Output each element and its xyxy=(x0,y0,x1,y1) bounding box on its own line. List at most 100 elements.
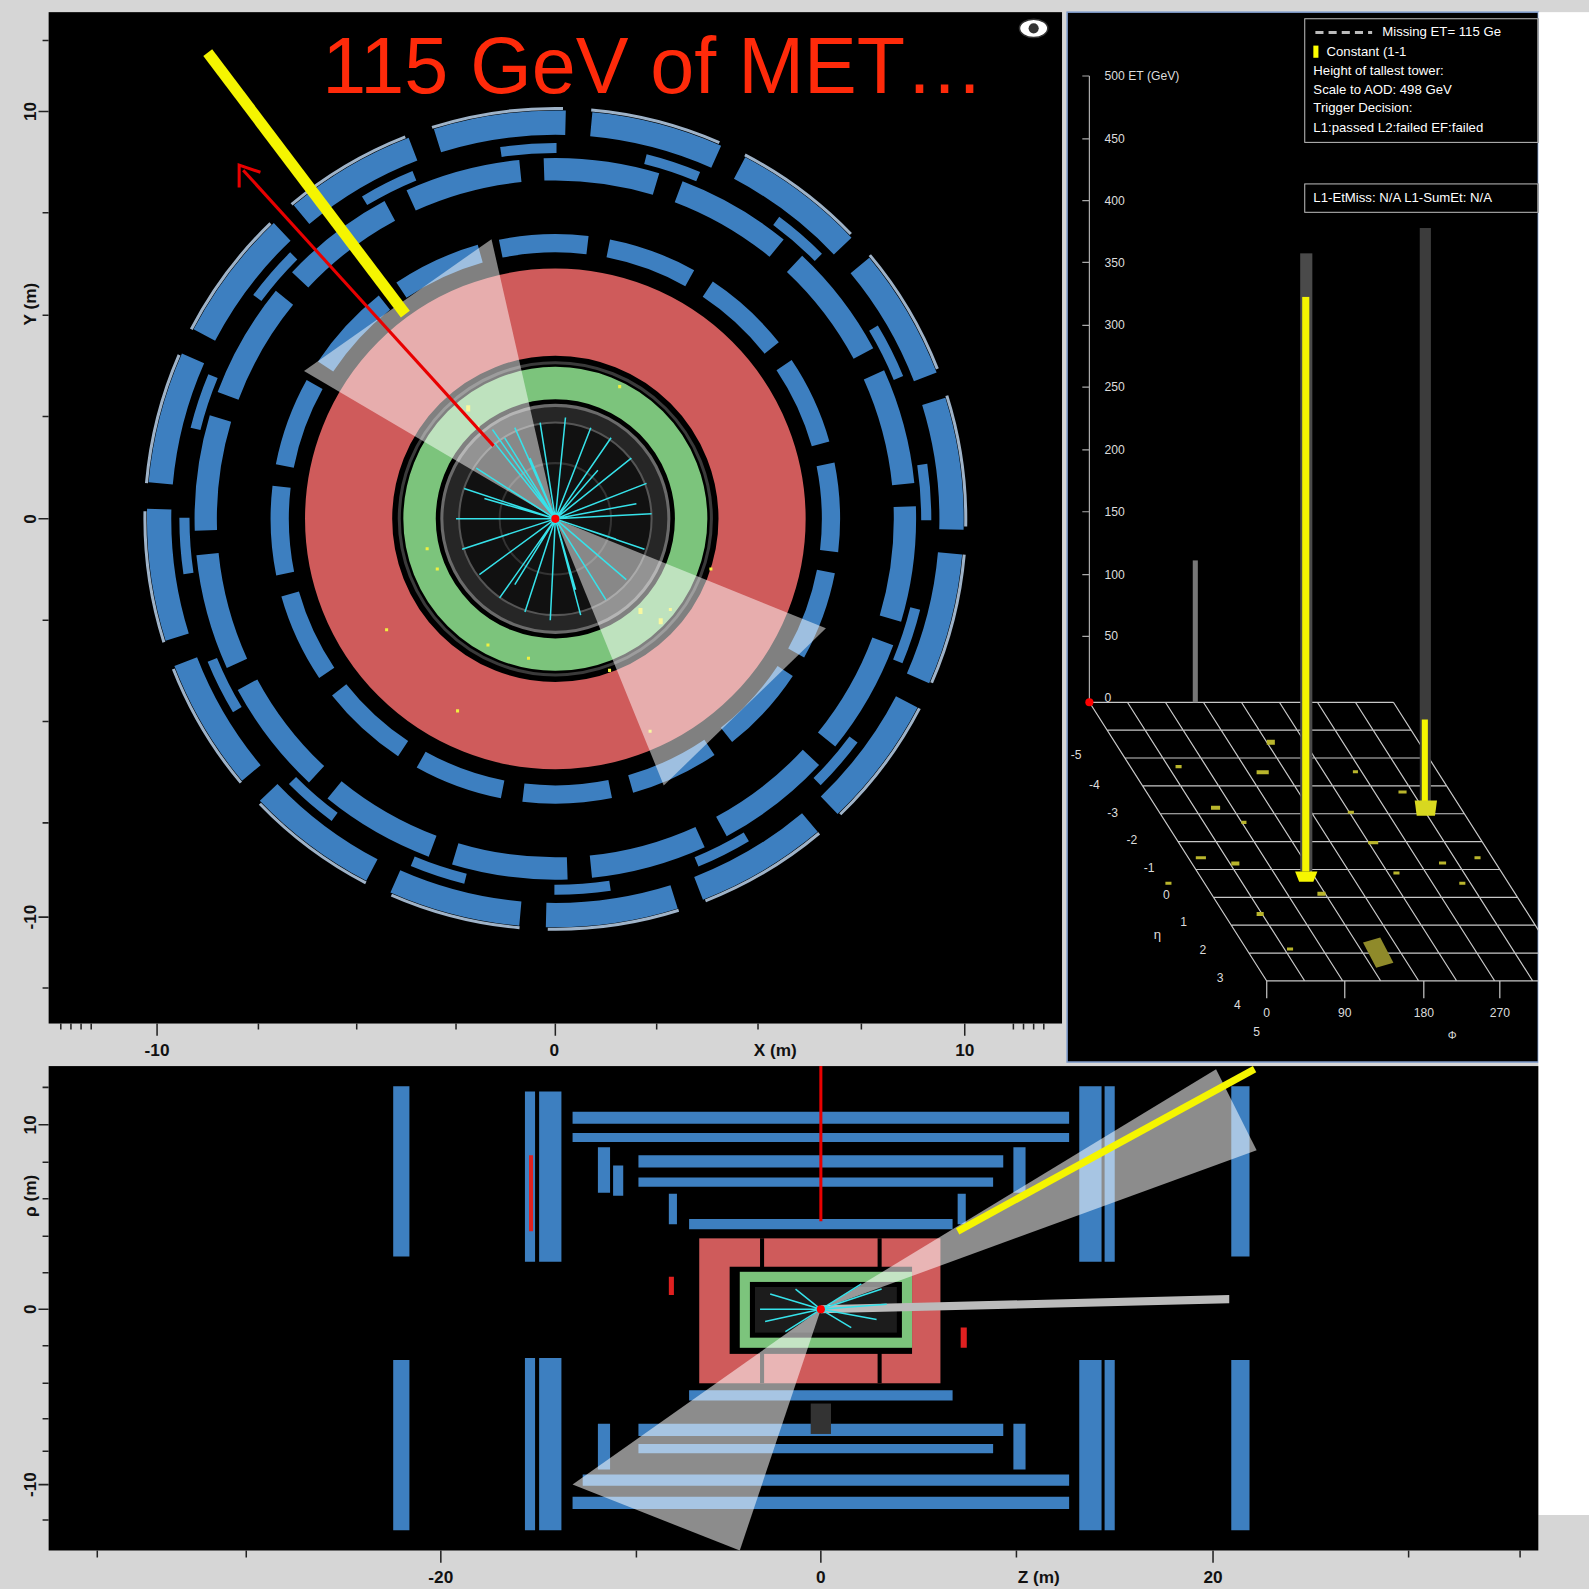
lego-origin xyxy=(1085,698,1093,706)
legend-text: Missing ET= 115 Ge xyxy=(1382,23,1501,42)
axis-label: 4 xyxy=(1234,999,1241,1011)
axis-label: -10 xyxy=(145,1042,170,1059)
met-arrowhead xyxy=(239,165,260,187)
lego-tower xyxy=(1422,720,1428,811)
met-arrow xyxy=(243,170,493,446)
jet-cone xyxy=(555,519,826,786)
xy-view xyxy=(106,19,1048,968)
met-line xyxy=(819,1066,822,1221)
axis-label: Z (m) xyxy=(1018,1569,1060,1586)
muon-chamber-edge xyxy=(111,74,1000,963)
lego-tower-grey xyxy=(1300,253,1312,871)
legend-row: Missing ET= 115 Ge xyxy=(1313,23,1529,42)
muon-chamber-small xyxy=(106,69,1005,968)
legend-line-sample xyxy=(1313,28,1374,38)
axis-label: 0 xyxy=(550,1042,560,1059)
eta-phi-grid xyxy=(1089,702,1538,998)
xy-panel xyxy=(49,12,1062,1023)
axis-label: 0 xyxy=(1263,1007,1270,1019)
axis-label: 2 xyxy=(1200,943,1207,955)
axis-label: -2 xyxy=(1127,834,1138,846)
axis-label: 180 xyxy=(1414,1007,1434,1019)
axis-label: 0 xyxy=(1105,692,1112,704)
axis-label: 10 xyxy=(955,1042,974,1059)
lego-tower xyxy=(1302,297,1309,872)
muon-hits xyxy=(529,1155,967,1348)
legend-row: Constant (1-1 xyxy=(1313,42,1529,61)
info-text: L1-EtMiss: N/A L1-SumEt: N/A xyxy=(1313,188,1529,207)
rz-view xyxy=(393,1066,1256,1550)
axis-title: 0 xyxy=(22,514,39,524)
axis-label: X (m) xyxy=(754,1042,797,1059)
tracks xyxy=(760,1284,887,1332)
vertex xyxy=(817,1305,825,1313)
info-box: Missing ET= 115 GeConstant (1-1Height of… xyxy=(1304,18,1538,143)
axis-title: 0 xyxy=(22,1305,39,1315)
axis-label: 350 xyxy=(1105,256,1125,268)
axis-label: 450 xyxy=(1105,133,1125,145)
lego-cells xyxy=(1363,937,1393,967)
axis-label: 200 xyxy=(1105,444,1125,456)
axis-label: 50 xyxy=(1105,630,1119,642)
jet-et-line xyxy=(958,1069,1255,1231)
lego-panel xyxy=(1067,12,1538,1062)
eye-pupil xyxy=(1029,23,1039,33)
axis-label: 0 xyxy=(816,1569,826,1586)
legend-text: Constant (1-1 xyxy=(1327,42,1407,61)
axis-label: 3 xyxy=(1217,972,1224,984)
axis-label: -3 xyxy=(1107,807,1118,819)
axis-label: 250 xyxy=(1105,381,1125,393)
rz-panel xyxy=(49,1066,1539,1550)
axis-label: 500 ET (GeV) xyxy=(1105,70,1180,82)
axis-label: 300 xyxy=(1105,319,1125,331)
lego-tower-base xyxy=(1295,872,1317,882)
axis-label: 0 xyxy=(1163,889,1170,901)
axis-label: 1 xyxy=(1180,916,1187,928)
info-text: L1:passed L2:failed EF:failed xyxy=(1313,119,1529,138)
et-axis xyxy=(1082,76,1089,702)
legend-swatch xyxy=(1313,46,1318,58)
axis-label: Φ xyxy=(1448,1030,1457,1041)
tracks xyxy=(456,418,652,621)
legend-dash xyxy=(1315,31,1372,34)
info-box: L1-EtMiss: N/A L1-SumEt: N/A xyxy=(1304,183,1538,212)
axis-label: 270 xyxy=(1490,1007,1510,1019)
eye-icon xyxy=(1019,19,1047,37)
vertex xyxy=(551,515,559,523)
jet-cone xyxy=(573,1309,821,1550)
axis-label: 5 xyxy=(1253,1026,1260,1038)
lego-tower-grey xyxy=(1420,228,1431,811)
axis-title: 10 xyxy=(22,102,39,121)
info-text: Scale to AOD: 498 GeV xyxy=(1313,81,1529,100)
axis-title: -10 xyxy=(22,1472,39,1497)
axis-label: -5 xyxy=(1071,749,1082,761)
axis-label: -20 xyxy=(428,1569,453,1586)
axis-label: -4 xyxy=(1089,779,1100,791)
axis-title: -10 xyxy=(22,905,39,930)
axis-label: 100 xyxy=(1105,569,1125,581)
axis-label: η xyxy=(1154,928,1161,941)
info-text: Trigger Decision: xyxy=(1313,100,1529,119)
info-text: Height of tallest tower: xyxy=(1313,62,1529,81)
axis-title: 10 xyxy=(22,1115,39,1134)
axis-label: 20 xyxy=(1203,1569,1222,1586)
white-margin xyxy=(1538,12,1589,1515)
axis-title: ρ (m) xyxy=(22,1175,39,1217)
muon-chamber-middle xyxy=(194,157,917,880)
lego-tower-grey xyxy=(1193,560,1198,702)
muon-chamber-inner xyxy=(232,196,878,842)
lego-tower-base xyxy=(1415,801,1437,816)
axis-ticks xyxy=(39,41,1044,1036)
axis-label: -1 xyxy=(1144,861,1155,873)
jet-cone xyxy=(821,1069,1257,1309)
axis-label: 150 xyxy=(1105,506,1125,518)
axis-label: 90 xyxy=(1338,1007,1352,1019)
headline: 115 GeV of MET… xyxy=(322,26,984,105)
axis-title: Y (m) xyxy=(22,283,39,326)
support-post xyxy=(811,1404,831,1434)
axis-label: 400 xyxy=(1105,195,1125,207)
muon-chamber-outer xyxy=(126,90,985,949)
jet-cone xyxy=(304,239,555,519)
